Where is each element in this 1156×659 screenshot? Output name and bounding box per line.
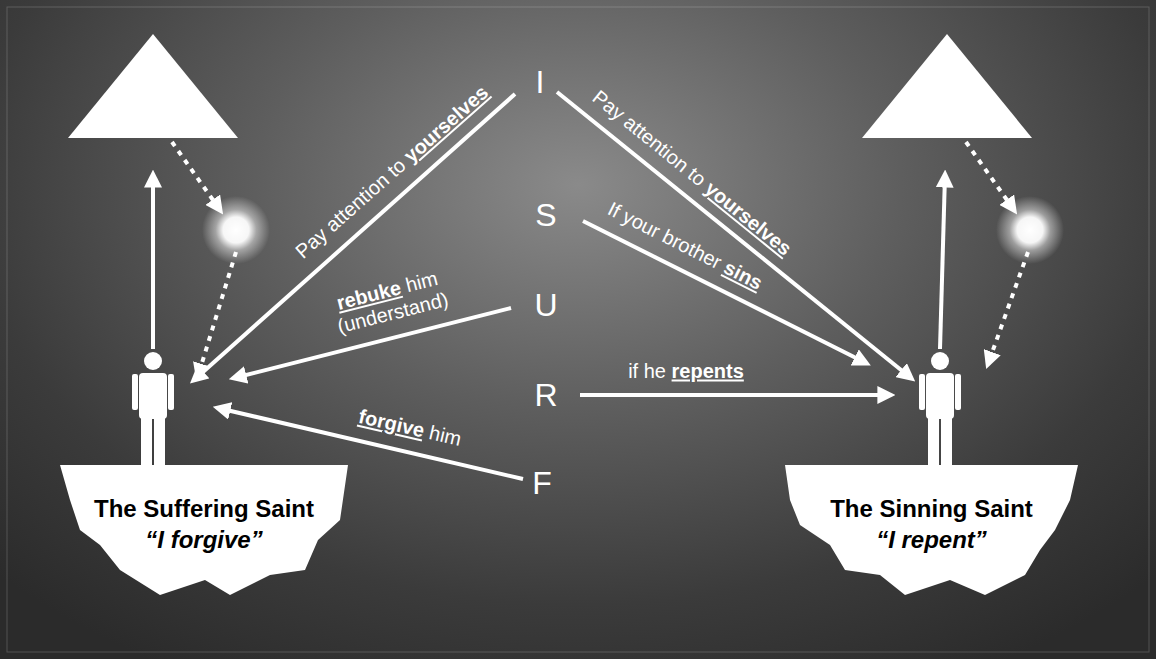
- key-word: sins: [720, 256, 766, 295]
- acrostic-letter: S: [535, 199, 556, 231]
- label-text: if he: [628, 360, 666, 383]
- arrow-label: Pay attention toyourselves: [291, 81, 493, 263]
- label-line: Pay attention toyourselves: [291, 81, 493, 263]
- saint-name: The Suffering Saint: [94, 493, 314, 524]
- instruction-arrow: [583, 221, 866, 363]
- dotted-arrow: [988, 252, 1028, 364]
- upward-arrow: [151, 175, 155, 349]
- label-line: forgivehim: [356, 405, 463, 451]
- person-icon: [132, 352, 174, 466]
- label-text: him: [427, 421, 464, 451]
- acrostic-letter: R: [534, 379, 557, 411]
- saint-motto: “I repent”: [876, 524, 987, 555]
- key-word: repents: [672, 360, 744, 383]
- triangle-symbol: [862, 34, 1032, 138]
- saint-name: The Sinning Saint: [830, 493, 1033, 524]
- saint-motto: “I forgive”: [145, 524, 262, 555]
- dotted-arrow: [966, 142, 1014, 210]
- arrow-label: if he repents: [628, 360, 744, 383]
- arrow-label: forgivehim: [356, 405, 463, 451]
- dotted-arrow: [172, 142, 220, 210]
- arrow-label: Pay attention toyourselves: [588, 86, 796, 261]
- triangle-symbol: [68, 34, 238, 138]
- slide-frame: [7, 7, 1149, 652]
- saint-cliff: The Sinning Saint“I repent”: [783, 463, 1080, 597]
- key-word: yourselves: [399, 81, 493, 167]
- light-glow: [996, 196, 1064, 264]
- cliff-shape: [60, 465, 348, 595]
- label-text: Pay attention to: [588, 86, 710, 191]
- cliff-texts: The Sinning Saint“I repent”: [783, 463, 1080, 555]
- acrostic-letter: F: [532, 467, 552, 499]
- arrow-label: rebukehim(understand): [329, 266, 450, 339]
- acrostic-letter: I: [536, 66, 545, 98]
- label-text: If your brother: [604, 197, 726, 274]
- upward-arrow: [940, 175, 945, 349]
- person-icon: [919, 352, 961, 466]
- label-line: Pay attention toyourselves: [588, 86, 796, 261]
- cliff-shape: [785, 465, 1078, 595]
- instruction-arrow: [580, 393, 890, 397]
- saint-cliff: The Suffering Saint“I forgive”: [58, 463, 350, 597]
- cliff-texts: The Suffering Saint“I forgive”: [58, 463, 350, 555]
- label-line: if he repents: [628, 360, 744, 383]
- instruction-arrow: [557, 92, 911, 378]
- label-text: Pay attention to: [291, 154, 410, 263]
- instruction-arrow: [194, 94, 515, 380]
- acrostic-letter: U: [534, 289, 557, 321]
- key-word: forgive: [356, 405, 426, 442]
